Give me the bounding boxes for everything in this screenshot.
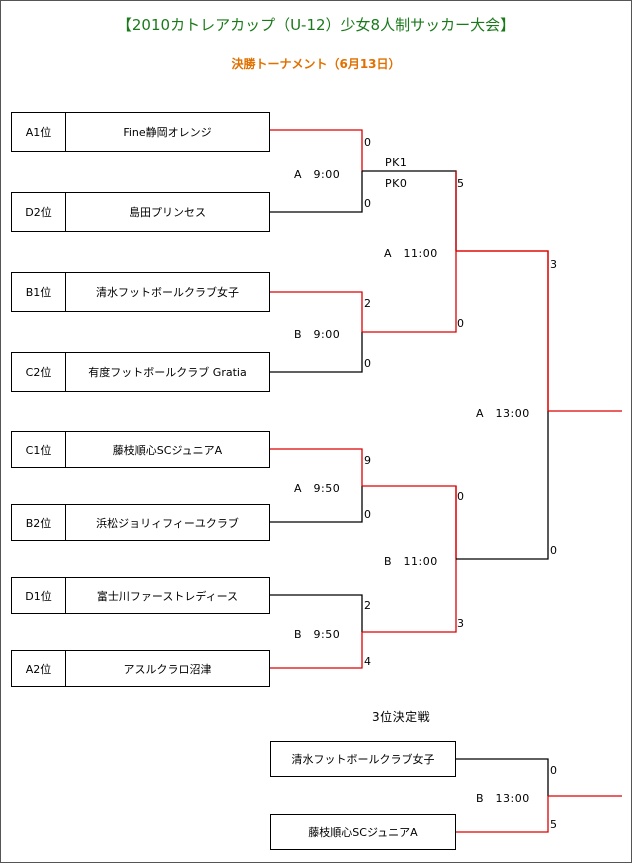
score-sfb-1: 0 [457,490,465,503]
pk-r1a-1: PK1 [385,156,408,169]
score-sfa-2: 0 [457,317,465,330]
team-box-2: D2位 島田プリンセス [11,192,270,232]
team-box-4: C2位 有度フットボールクラブ Gratia [11,352,270,392]
match-label-third: B 13:00 [476,792,530,805]
team-box-7: D1位 富士川ファーストレディース [11,577,270,614]
pk-r1a-2: PK0 [385,177,408,190]
score-r1d-1: 2 [364,599,372,612]
match-label-final: A 13:00 [476,407,530,420]
team-name: アスルクラロ沼津 [123,662,212,676]
team-name: 藤枝順心SCジュニアA [112,443,223,457]
team-box-3: B1位 清水フットボールクラブ女子 [11,272,270,312]
line-r1d-top [270,594,363,632]
match-label-r1d: B 9:50 [294,628,341,641]
match-label-r1b: B 9:00 [294,328,341,341]
score-r1d-2: 4 [364,655,372,668]
team-name: 島田プリンセス [129,206,206,219]
team-seed: A2位 [12,651,66,686]
match-label-sfa: A 11:00 [384,247,438,260]
team-seed: C1位 [12,432,66,467]
team-seed: C2位 [12,353,66,391]
line-r1d-bot [270,632,363,669]
score-r1a-1: 0 [364,136,372,149]
score-sfb-2: 3 [457,617,465,630]
line-sfb-out [456,411,549,560]
score-final-1: 3 [550,258,558,271]
team-box-8: A2位 アスルクラロ沼津 [11,650,270,687]
third-place-heading: 3位決定戦 [372,710,431,724]
score-third-1: 0 [550,764,558,777]
score-r1c-1: 9 [364,454,372,467]
score-final-2: 0 [550,544,558,557]
match-label-sfb: B 11:00 [384,555,438,568]
line-final-top [456,250,549,411]
team-seed: D2位 [12,193,66,231]
team-name: 富士川ファーストレディース [96,589,239,603]
line-third-top [456,758,549,796]
line-r1b-out [362,251,457,333]
third-place-team-2: 藤枝順心SCジュニアA [270,814,456,850]
score-third-2: 5 [550,818,558,831]
line-sfa-out [456,250,549,411]
line-r1b-bot [270,332,363,373]
match-label-r1a: A 9:00 [294,168,341,181]
line-third-bot [456,796,549,833]
team-seed: B1位 [12,273,66,311]
score-r1b-1: 2 [364,297,372,310]
team-box-1: A1位 Fine静岡オレンジ [11,112,270,152]
team-box-5: C1位 藤枝順心SCジュニアA [11,431,270,468]
score-r1a-2: 0 [364,197,372,210]
line-r1a-out [362,170,457,251]
line-r1d-out [362,559,457,633]
page-title: 【2010カトレアカップ（U-12）少女8人制サッカー大会】 [116,16,516,34]
team-name: Fine静岡オレンジ [123,126,212,139]
score-r1c-2: 0 [364,508,372,521]
team-box-6: B2位 浜松ジョリィフィーユクラブ [11,504,270,541]
score-r1b-2: 0 [364,357,372,370]
team-seed: A1位 [12,113,66,151]
team-name: 清水フットボールクラブ女子 [96,286,239,299]
third-place-team-1: 清水フットボールクラブ女子 [270,741,456,777]
line-r1c-bot [270,486,363,523]
page-subtitle: 決勝トーナメント（6月13日） [231,57,401,71]
line-r1a-top [270,129,363,171]
match-label-r1c: A 9:50 [294,482,341,495]
team-name: 有度フットボールクラブ Gratia [88,366,247,379]
line-r1b-top [270,291,363,332]
team-seed: D1位 [12,578,66,613]
team-name: 浜松ジョリィフィーユクラブ [96,516,239,530]
score-sfa-1: 5 [457,177,465,190]
line-r1c-top [270,448,363,486]
line-r1a-bot [270,171,363,213]
line-r1c-out [362,485,457,559]
team-seed: B2位 [12,505,66,540]
